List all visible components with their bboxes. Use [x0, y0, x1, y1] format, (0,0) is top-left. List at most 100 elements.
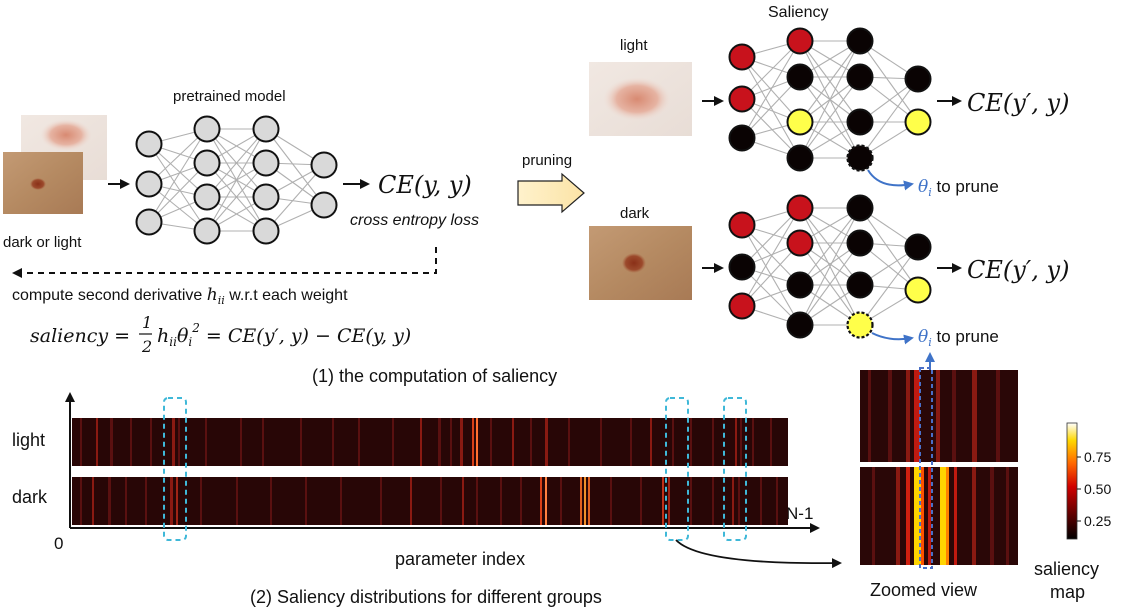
zoom-stripe — [990, 467, 994, 565]
network-edge — [859, 246, 919, 326]
formula-rhs: hiiθi2 = CE(y′, y) − CE(y, y) — [157, 321, 411, 349]
formula-frac-num: 1 — [142, 313, 152, 332]
colorbar-tick-label-1: 0.75 — [1084, 449, 1111, 465]
loss-caption: cross entropy loss — [350, 212, 479, 229]
heatmap-stripe — [732, 477, 734, 525]
heatmap-stripe — [545, 477, 547, 525]
network-edge — [148, 143, 208, 232]
pretrained-node — [252, 217, 280, 245]
caption-top: (1) the computation of saliency — [312, 366, 557, 386]
row-label-light: light — [12, 430, 45, 450]
network-node — [846, 144, 874, 172]
zoom-stripe — [936, 370, 940, 462]
saliency-title: Saliency — [768, 4, 828, 21]
network-edge — [741, 40, 801, 139]
caption-bottom: (2) Saliency distributions for different… — [250, 587, 602, 607]
network-node — [786, 63, 814, 91]
light-lesion — [40, 119, 92, 151]
heatmap-stripe — [545, 418, 548, 466]
dark-label: dark — [620, 205, 650, 222]
network-node — [728, 43, 756, 71]
heatmap-stripe — [472, 418, 474, 466]
heatmap-stripe — [500, 477, 502, 525]
network-node — [786, 229, 814, 257]
network-edge — [265, 128, 325, 206]
pretrained-node — [135, 130, 163, 158]
network-edge — [741, 98, 801, 159]
heatmap-stripe — [462, 477, 464, 525]
zoom-stripe — [914, 467, 921, 565]
heatmap-dark — [72, 477, 788, 525]
heatmap-stripe — [640, 477, 642, 525]
network-edge — [148, 128, 208, 223]
heatmap-stripe — [150, 418, 152, 466]
zoom-stripe — [906, 370, 910, 462]
heatmap-stripe — [340, 477, 342, 525]
heatmap-stripe — [420, 418, 422, 466]
heatmap-stripe — [650, 418, 652, 466]
zoom-stripe — [914, 370, 920, 462]
light-image-lesion — [603, 77, 671, 121]
colorbar-label-2: map — [1050, 582, 1085, 602]
compute-text: compute second derivative hii w.r.t each… — [12, 285, 348, 307]
heatmap-stripe — [560, 477, 562, 525]
heatmap-stripe — [80, 477, 82, 525]
heatmap-stripe — [170, 477, 173, 525]
light-image — [589, 62, 692, 136]
network-node — [846, 229, 874, 257]
network-node — [846, 271, 874, 299]
axis-end: N-1 — [786, 504, 813, 523]
network-edge — [859, 207, 919, 291]
heatmap-stripe — [410, 477, 412, 525]
light-loss: CE(y′, y) — [967, 89, 1069, 117]
light-label: light — [620, 37, 648, 54]
pretrained-node — [252, 115, 280, 143]
network-node — [728, 211, 756, 239]
network-edge — [859, 40, 919, 123]
zoom-stripe — [996, 370, 1000, 462]
heatmap-stripe — [760, 477, 762, 525]
heatmap-stripe — [712, 477, 714, 525]
heatmap-stripe — [770, 418, 772, 466]
heatmap-stripe — [178, 418, 180, 466]
heatmap-stripe — [588, 477, 590, 525]
zoom-stripe — [946, 467, 949, 565]
network-node — [846, 63, 874, 91]
heatmap-stripe — [740, 418, 742, 466]
heatmap-stripe — [568, 418, 570, 466]
network-node — [846, 27, 874, 55]
zoom-stripe — [872, 467, 875, 565]
zoom-dark — [860, 467, 1018, 565]
heatmap-stripe — [450, 418, 452, 466]
heatmap-stripe — [476, 477, 478, 525]
pretrained-node — [193, 115, 221, 143]
heatmap-light — [72, 418, 788, 466]
network-edge — [265, 164, 325, 232]
saliency-formula: saliency = 1 2 hiiθi2 = CE(y′, y) − CE(y… — [30, 313, 411, 356]
heatmap-stripe — [540, 477, 542, 525]
network-node — [846, 194, 874, 222]
network-node — [786, 27, 814, 55]
network-node — [904, 233, 932, 261]
heatmap-light-stripes — [80, 418, 772, 466]
formula-frac-den: 2 — [141, 337, 152, 356]
network-edge — [799, 242, 861, 326]
dark-image — [589, 226, 692, 300]
heatmap-stripe — [200, 477, 202, 525]
zoom-stripe — [972, 467, 976, 565]
heatmap-stripe — [530, 418, 532, 466]
input-images — [3, 115, 107, 214]
dark-prune-arrow — [871, 332, 914, 345]
pretrained-node — [135, 170, 163, 198]
highlight-box-1 — [163, 397, 187, 541]
pretrained-node — [252, 183, 280, 211]
zoom-stripe — [888, 370, 892, 462]
pretrained-node — [193, 183, 221, 211]
pretrained-network — [135, 115, 338, 245]
pretrained-node — [135, 208, 163, 236]
axis-start: 0 — [54, 534, 63, 553]
network-node — [786, 311, 814, 339]
light-network — [728, 27, 932, 172]
network-node — [786, 271, 814, 299]
network-node — [904, 108, 932, 136]
